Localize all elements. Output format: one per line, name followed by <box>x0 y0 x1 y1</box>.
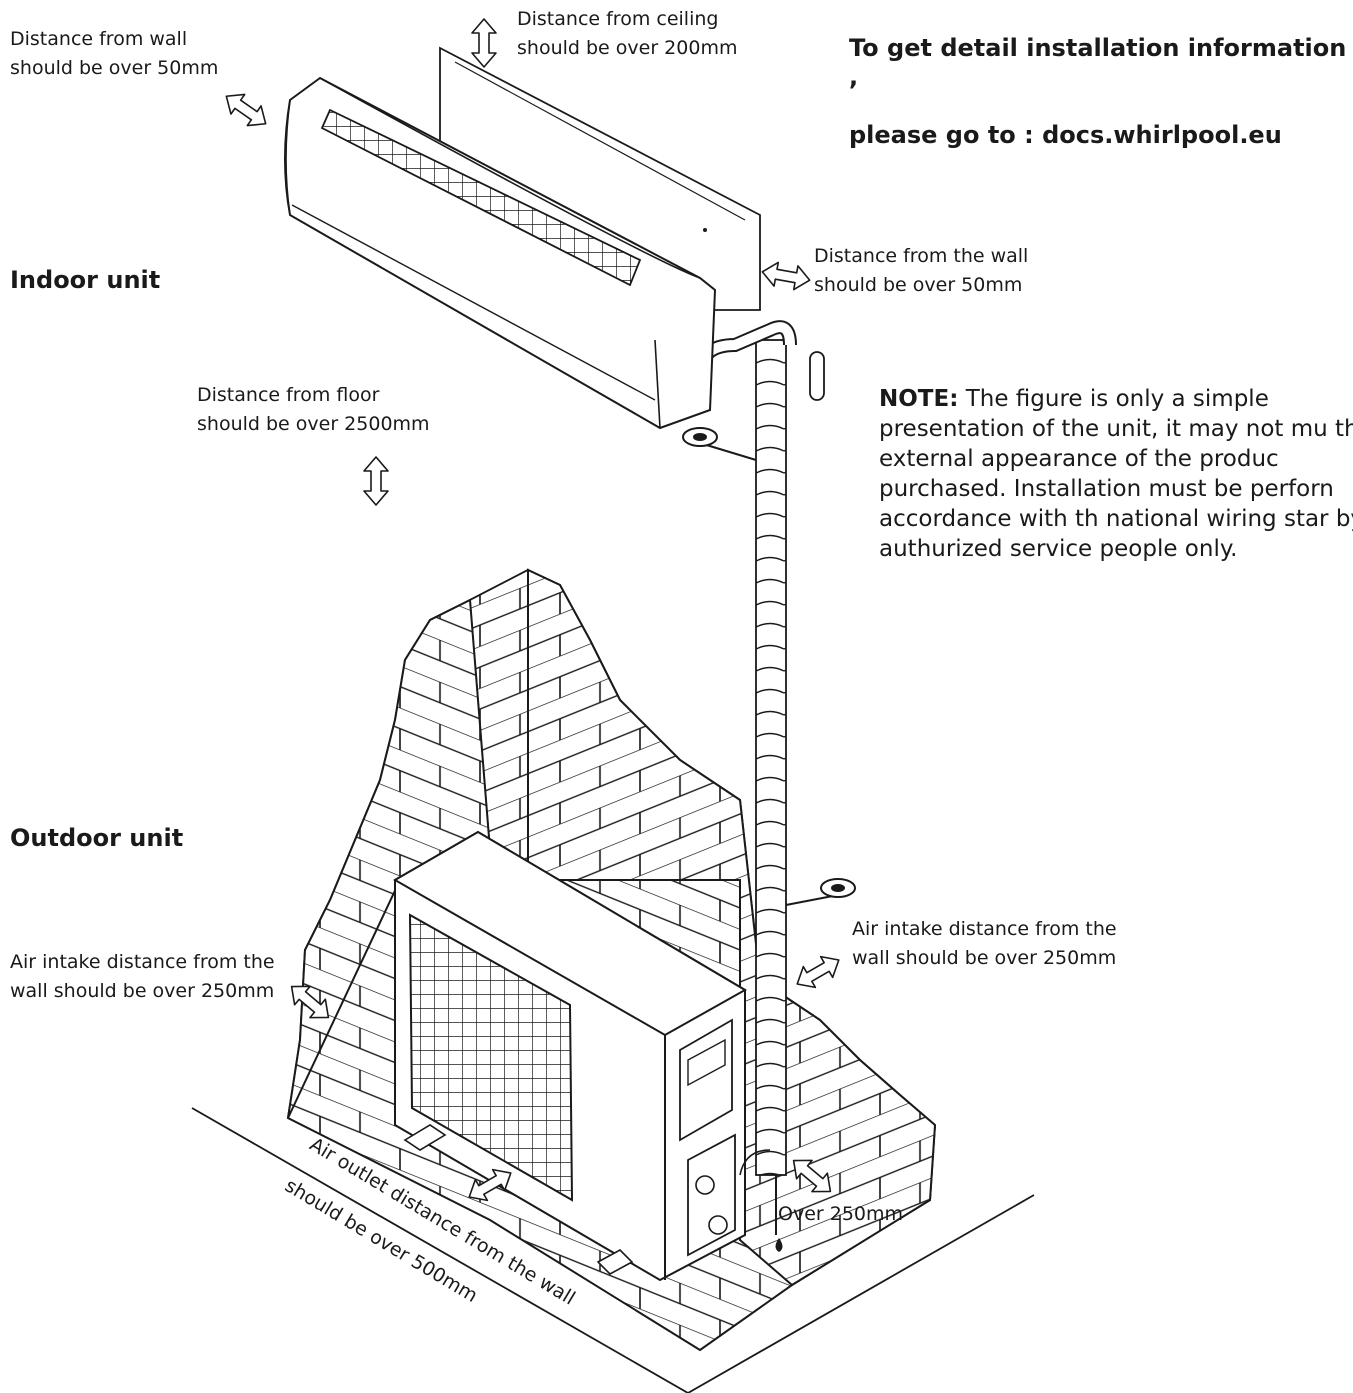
drain-cap <box>809 351 825 401</box>
label-ceiling-clearance: Distance from ceiling should be over 200… <box>517 8 738 59</box>
info-block: To get detail installation information ,… <box>849 5 1353 179</box>
heading-indoor-unit: Indoor unit <box>10 266 161 294</box>
info-line-2: please go to : docs.whirlpool.eu <box>849 121 1282 149</box>
label-wall-clearance-left: Distance from wall should be over 50mm <box>10 28 219 79</box>
heading-outdoor-unit: Outdoor unit <box>10 824 184 852</box>
arrow-wall-left <box>218 85 274 135</box>
info-line-1: To get detail installation information , <box>849 34 1347 91</box>
refrigerant-pipe <box>682 320 856 1252</box>
arrow-ceiling <box>471 18 497 68</box>
indoor-unit-drawing <box>284 76 717 430</box>
label-intake-right: Air intake distance from the wall should… <box>852 918 1117 969</box>
arrow-floor <box>363 456 389 506</box>
label-floor-clearance: Distance from floor should be over 2500m… <box>197 384 430 435</box>
note-block: NOTE: The figure is only a simple presen… <box>879 384 1353 564</box>
note-text: The figure is only a simple presentation… <box>879 386 1353 562</box>
floor-slab <box>191 1107 1035 1393</box>
outdoor-unit-drawing <box>392 830 748 1282</box>
label-over-250: Over 250mm <box>778 1203 904 1225</box>
arrow-intake-right <box>790 948 846 996</box>
note-prefix: NOTE: <box>879 386 959 412</box>
label-wall-clearance-right: Distance from the wall should be over 50… <box>814 245 1029 296</box>
label-intake-left: Air intake distance from the wall should… <box>10 951 275 1002</box>
pipe-clip-lower <box>785 878 856 906</box>
arrow-wall-right <box>759 259 813 293</box>
pipe-clip-upper <box>682 427 757 461</box>
